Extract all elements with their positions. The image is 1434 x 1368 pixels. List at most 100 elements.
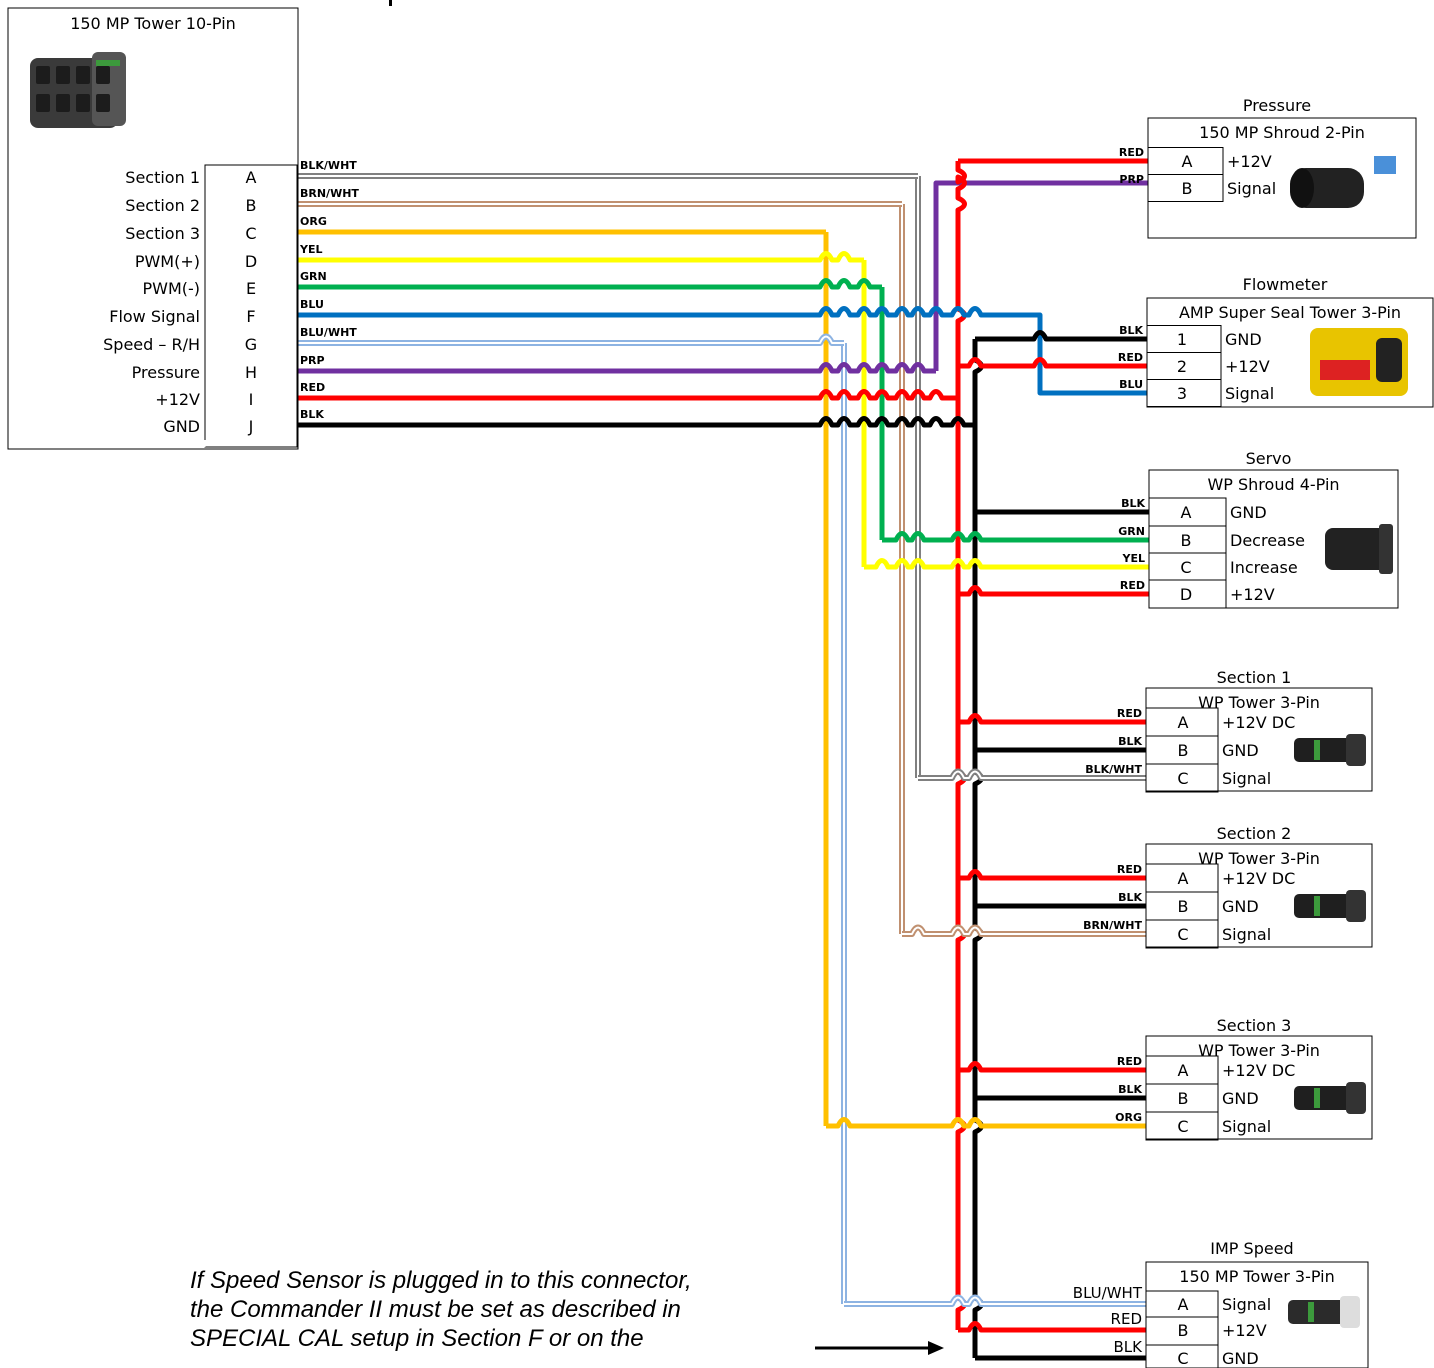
device-pin-letter: C: [1177, 925, 1188, 944]
device-connector-title: WP Tower 3-Pin: [1198, 849, 1320, 868]
device-connector-title: 150 MP Shroud 2-Pin: [1199, 123, 1365, 142]
tower-seal: [1314, 740, 1320, 760]
main-connector-title: 150 MP Tower 10-Pin: [70, 14, 236, 33]
device-pin-function: +12V: [1222, 1321, 1267, 1340]
device-wire-label: RED: [1120, 579, 1145, 592]
device-pin-letter: C: [1177, 769, 1188, 788]
device-pin-function: +12V: [1230, 585, 1275, 604]
device-pin-letter: B: [1178, 897, 1189, 916]
tower-seal: [1314, 896, 1320, 916]
device-pin-function: GND: [1222, 741, 1259, 760]
superseal-face: [1376, 338, 1402, 382]
superseal-seal: [1320, 360, 1370, 380]
wire-s3-c: [826, 1117, 1146, 1129]
tower-face: [1346, 1082, 1366, 1114]
device-label: Section 2: [1217, 824, 1292, 843]
shroud-lock: [1374, 156, 1396, 174]
device-pin-letter: D: [1180, 585, 1192, 604]
device-box: [1147, 117, 1417, 239]
device-pin-function: Decrease: [1230, 531, 1305, 550]
device-pin-letter: 3: [1177, 384, 1187, 403]
device-wire-label: RED: [1119, 146, 1144, 159]
device-pin-function: +12V DC: [1222, 1061, 1295, 1080]
device-wire-label: BLK: [1119, 324, 1143, 337]
shroud-2pin-connector-image: [1290, 156, 1396, 208]
wire-pin-d: [297, 251, 864, 263]
device-wire-label: YEL: [1122, 552, 1146, 565]
main-pin-letter: C: [245, 224, 256, 243]
device-pin-box: [1145, 1290, 1219, 1368]
device-connector-title: WP Tower 3-Pin: [1198, 1041, 1320, 1060]
main-pin-name: Section 1: [125, 168, 200, 187]
device-wire-label: RED: [1111, 1310, 1142, 1328]
main-wire-label: BLK/WHT: [300, 159, 357, 172]
device-wire-label: RED: [1118, 351, 1143, 364]
right-arrow-icon: [815, 1341, 944, 1355]
device-wire-label: BLK: [1121, 497, 1145, 510]
device-pin-function: GND: [1230, 503, 1267, 522]
superseal-3pin-connector-image: [1310, 328, 1408, 396]
main-pin-letter: J: [248, 417, 254, 436]
wire-flow-1: [975, 330, 1147, 342]
main-pin-letter: B: [246, 196, 257, 215]
device-label: Section 1: [1217, 668, 1292, 687]
main-pin-name: Section 2: [125, 196, 200, 215]
main-pin-name: PWM(-): [142, 279, 200, 298]
device-pin-box: [1145, 707, 1219, 793]
wire-pin-f: [297, 306, 1148, 396]
tower-seal: [1308, 1302, 1314, 1322]
device-label: Pressure: [1243, 96, 1311, 115]
device-wire-label: BLK: [1114, 1338, 1144, 1356]
tower-seal: [1314, 1088, 1320, 1108]
main-pin-letter: D: [245, 252, 257, 271]
note-line-2: the Commander II must be set as describe…: [190, 1296, 681, 1323]
device-pin-letter: B: [1178, 741, 1189, 760]
wire-pin-g-stripe: [297, 335, 844, 344]
device-wire-label: BLK/WHT: [1085, 763, 1142, 776]
device-pin-letter: B: [1178, 1321, 1189, 1340]
wire-s2-a: [958, 869, 1146, 881]
wire-flow-2: [958, 357, 1147, 369]
wire-s1-c-stripe: [918, 770, 1146, 779]
main-connector-cavity: [76, 66, 90, 84]
device-pin-letter: B: [1181, 531, 1192, 550]
device-pin-function: GND: [1222, 897, 1259, 916]
device-wire-label: PRP: [1119, 173, 1144, 186]
tower-body: [1294, 738, 1352, 762]
device-connector-title: WP Shroud 4-Pin: [1207, 475, 1339, 494]
device-pin-letter: C: [1177, 1349, 1188, 1368]
wire-pin-e: [297, 278, 882, 290]
device-pin-function: Signal: [1225, 384, 1274, 403]
main-pin-letter: F: [246, 307, 255, 326]
main-pin-box: [204, 164, 298, 448]
main-wire-label: RED: [300, 381, 325, 394]
device-pin-function: +12V: [1227, 152, 1272, 171]
device-pin-letter: A: [1181, 503, 1192, 522]
main-wire-label: BLU/WHT: [300, 326, 357, 339]
device-pin-letter: A: [1178, 1295, 1189, 1314]
wires: [297, 158, 1149, 1361]
device-wire-label: RED: [1117, 707, 1142, 720]
wire-servo-c: [864, 558, 1149, 570]
tower-body: [1288, 1300, 1346, 1324]
speed-sensor-note: If Speed Sensor is plugged in to this co…: [190, 1266, 830, 1353]
main-wire-label: PRP: [300, 354, 325, 367]
device-pin-letter: A: [1178, 713, 1189, 732]
device-wire-label: BLK: [1118, 735, 1142, 748]
main-wire-label: BRN/WHT: [300, 187, 359, 200]
main-pin-letter: G: [245, 335, 257, 354]
main-pin-name: PWM(+): [135, 252, 200, 271]
device-connector-title: WP Tower 3-Pin: [1198, 693, 1320, 712]
device-pin-function: +12V: [1225, 357, 1270, 376]
device-pin-function: Signal: [1227, 179, 1276, 198]
wire-pin-i: [297, 389, 958, 401]
shroud-face: [1290, 168, 1314, 208]
main-wire-label: BLU: [300, 298, 324, 311]
device-pin-letter: A: [1182, 152, 1193, 171]
device-label: IMP Speed: [1210, 1239, 1293, 1258]
main-wire-label: YEL: [299, 243, 323, 256]
main-pin-name: Flow Signal: [109, 307, 200, 326]
tower-body: [1294, 1086, 1352, 1110]
